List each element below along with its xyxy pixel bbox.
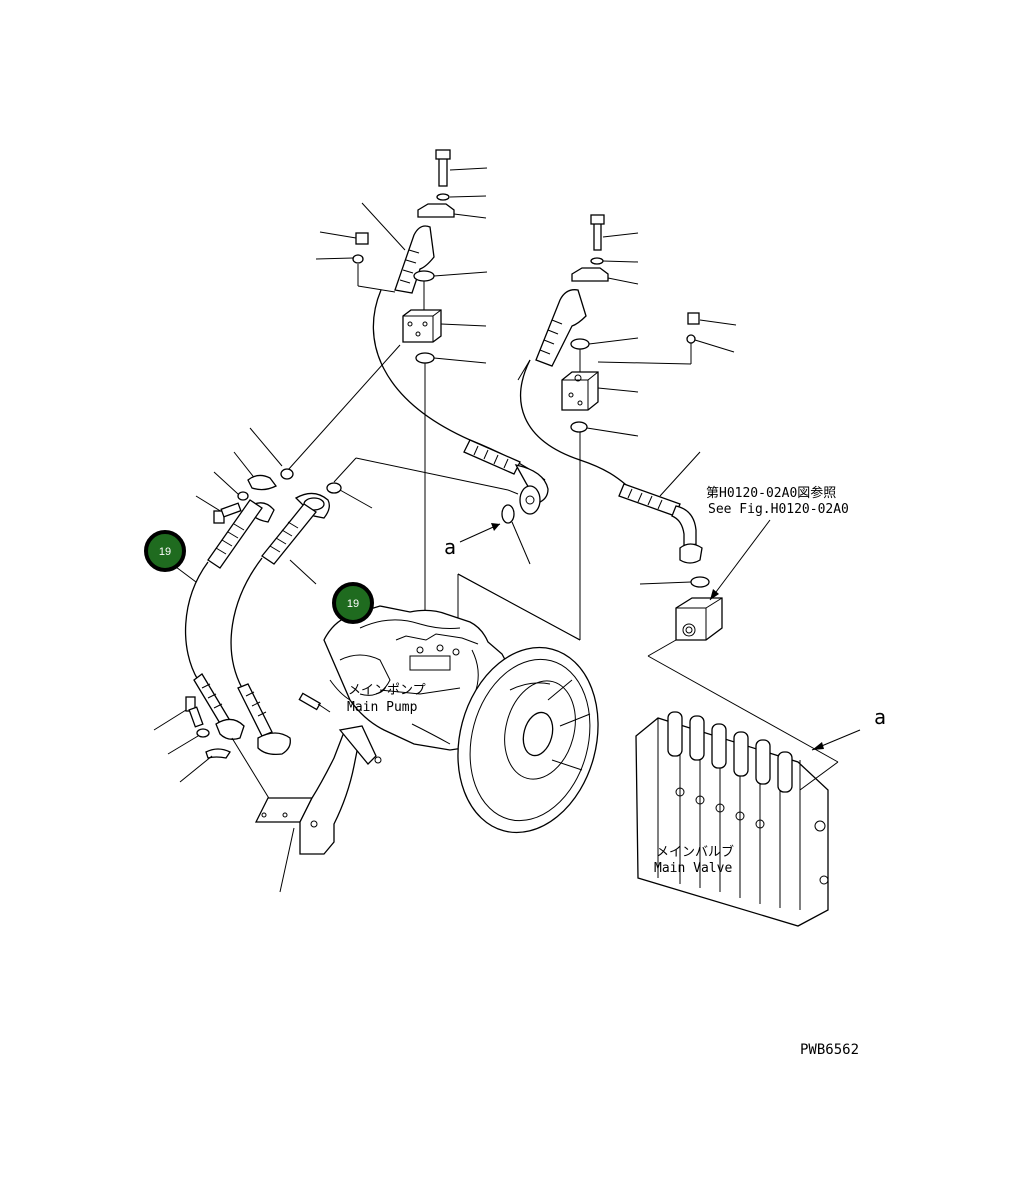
drawing-code: PWB6562 [800, 1042, 859, 1058]
callout-number: 19 [347, 598, 359, 610]
callout-badge[interactable]: 19 [332, 582, 374, 624]
main-pump-label-en: Main Pump [347, 700, 418, 715]
see-figure-label-jp: 第H0120-02A0図参照 [706, 485, 836, 501]
main-pump [323, 605, 599, 834]
main-valve-label-en: Main Valve [654, 861, 732, 876]
main-valve-label-jp: メインバルブ [656, 844, 734, 860]
callout-number: 19 [159, 546, 171, 558]
see-figure-label-en: See Fig.H0120-02A0 [708, 502, 849, 517]
reference-a-label: a [874, 705, 886, 729]
main-pump-label-jp: メインポンプ [348, 683, 426, 698]
main-valve [635, 711, 861, 927]
reference-a-markers [457, 504, 581, 641]
reference-a-label: a [444, 535, 456, 559]
mounting-bracket [254, 692, 382, 893]
left-hose-assembly [153, 427, 519, 801]
callout-badge[interactable]: 19 [144, 530, 186, 572]
upper-left-hose-assembly [287, 149, 549, 650]
